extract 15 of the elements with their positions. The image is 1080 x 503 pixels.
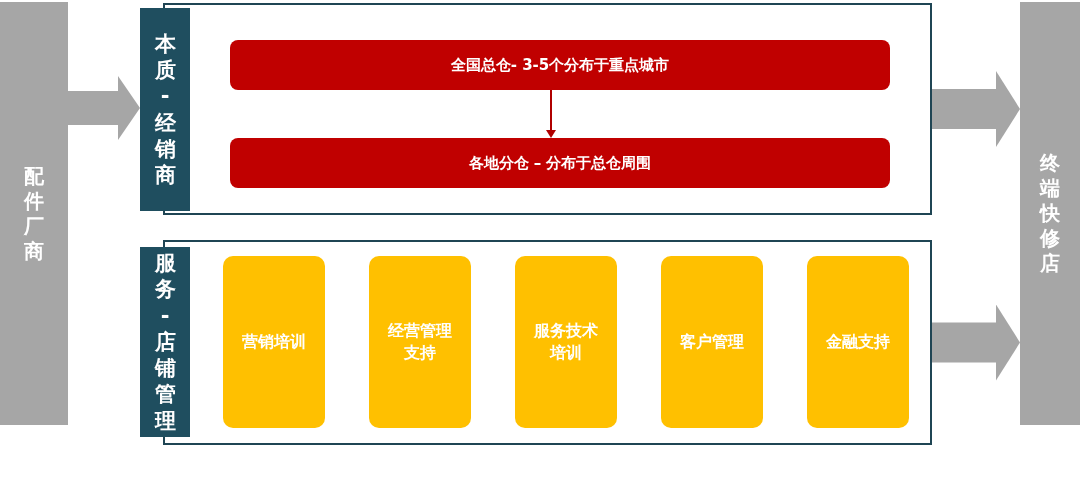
block-arrow: [932, 304, 1020, 381]
section-tab: 本质 - 经销商: [140, 8, 190, 211]
block-arrow: [932, 71, 1020, 147]
block-arrow: [68, 76, 140, 140]
section-tab: 服务 - 店铺管理: [140, 247, 190, 437]
service-card: 客户管理: [661, 256, 763, 428]
warehouse-bar: 全国总仓- 3-5个分布于重点城市: [230, 40, 890, 90]
service-card: 经营管理支持: [369, 256, 471, 428]
service-card: 服务技术培训: [515, 256, 617, 428]
warehouse-bar: 各地分仓 – 分布于总仓周围: [230, 138, 890, 188]
service-card: 营销培训: [223, 256, 325, 428]
target-block: 终端快修店: [1020, 2, 1080, 425]
source-block: 配件厂商: [0, 2, 68, 425]
service-card: 金融支持: [807, 256, 909, 428]
arrow: [546, 89, 556, 138]
